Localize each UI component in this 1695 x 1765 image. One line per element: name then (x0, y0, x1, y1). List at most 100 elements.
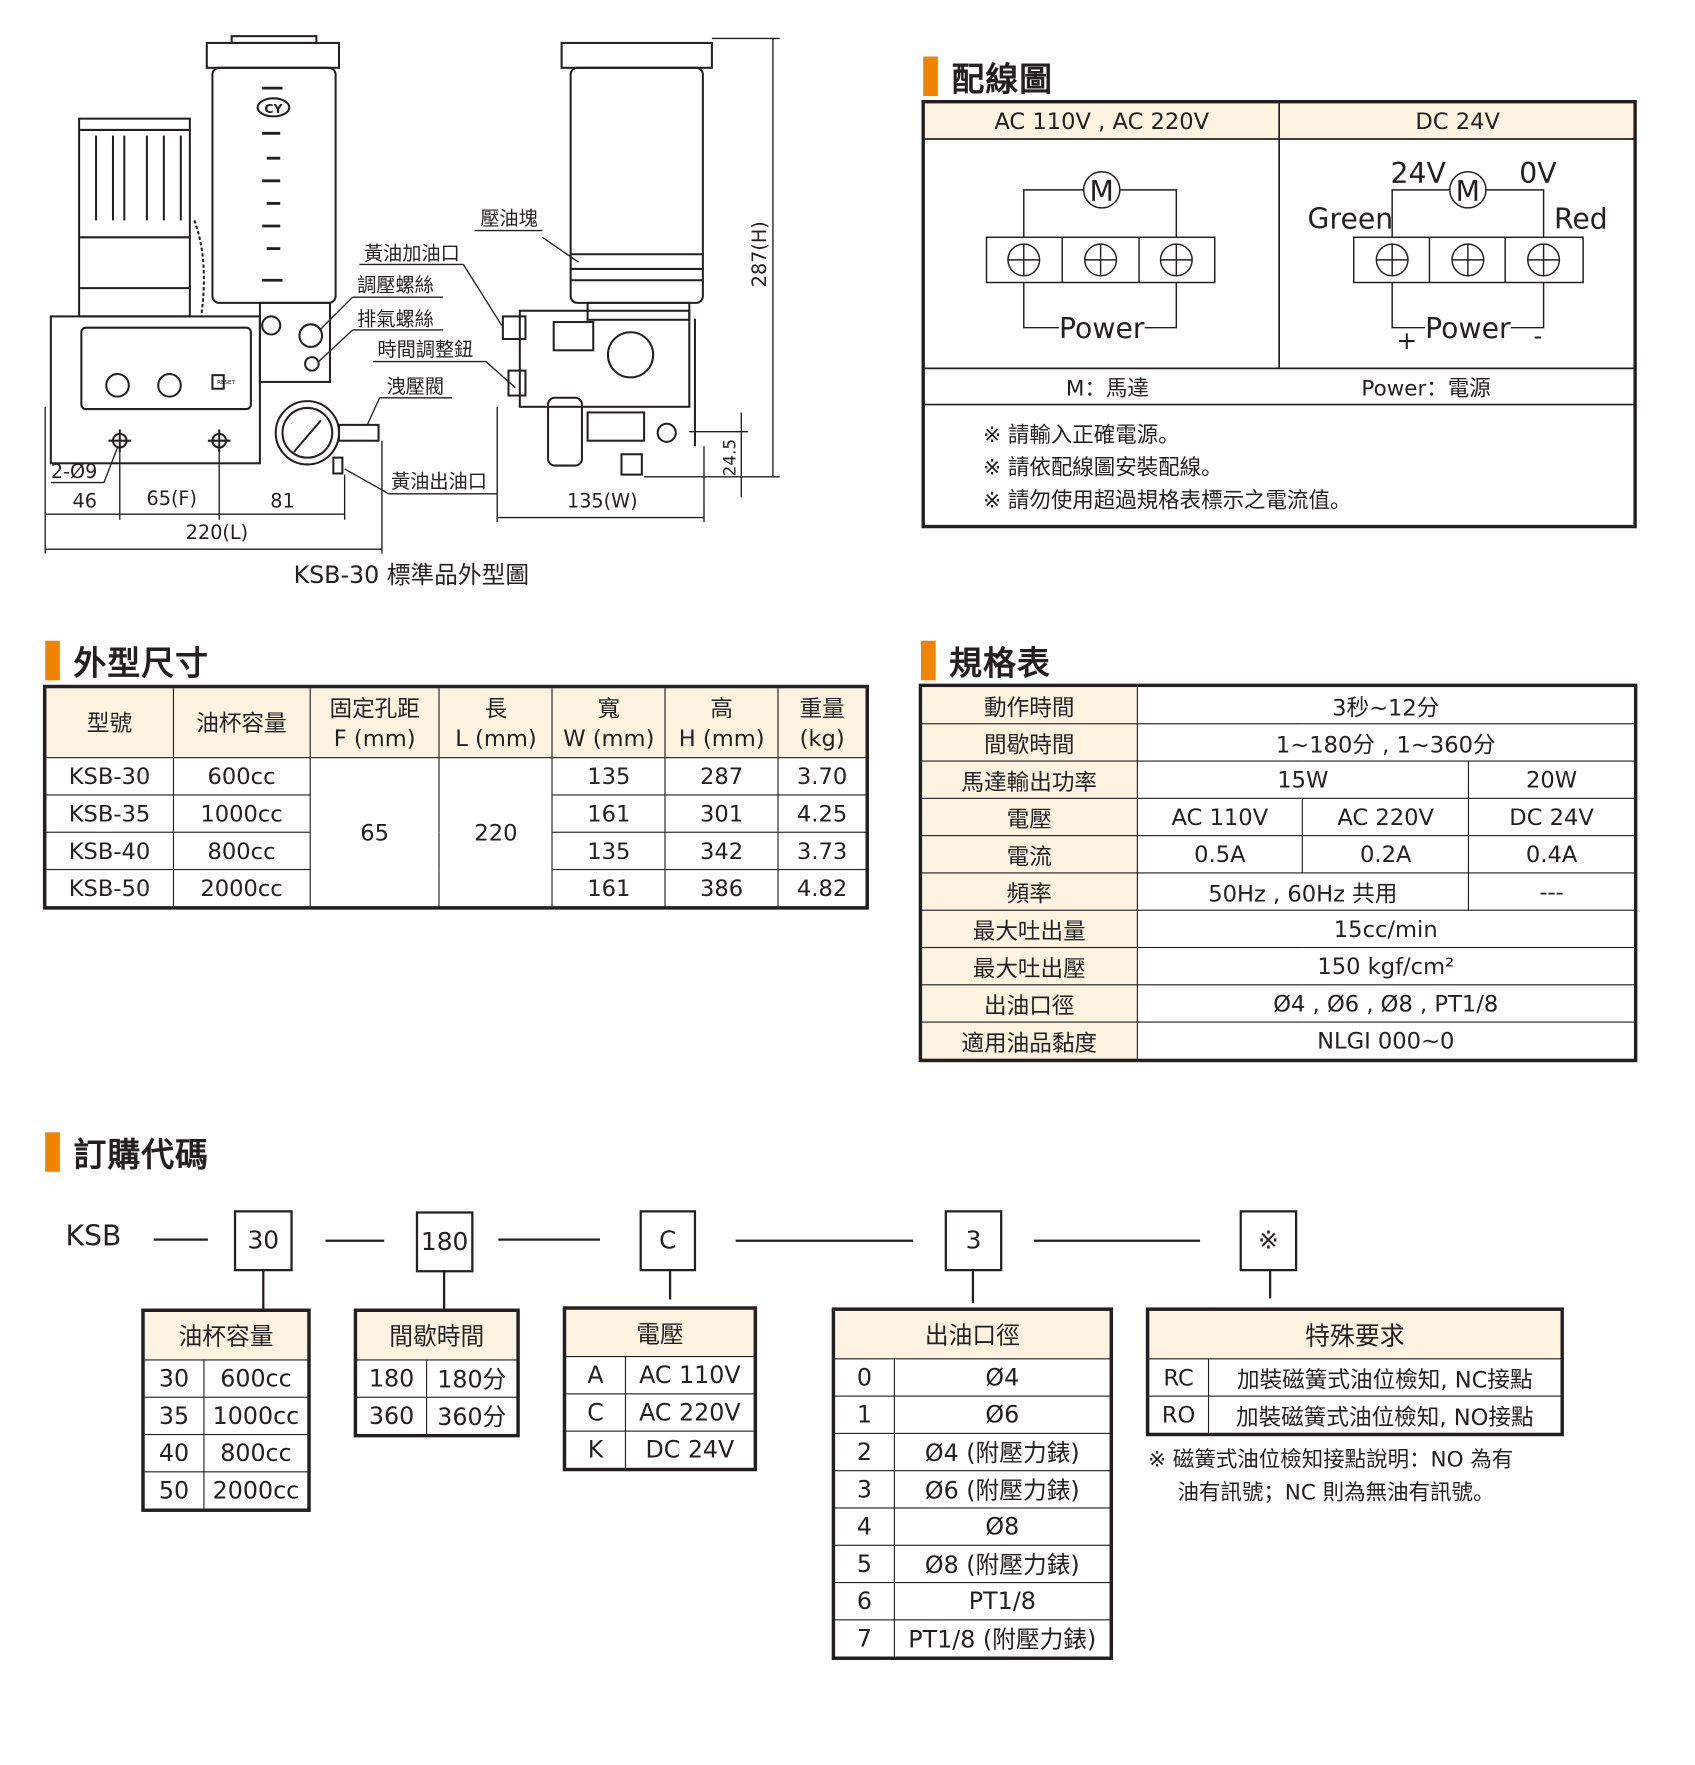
cell-w: 135 (551, 757, 666, 796)
col-weight: 重量(kg) (777, 687, 867, 759)
connector-line (325, 1239, 385, 1242)
wiring-note: ※ 請依配線圖安裝配線。 (983, 456, 1223, 481)
table-title: 出油口徑 (833, 1309, 1111, 1360)
code-cell: A (565, 1355, 627, 1395)
dc-plus-label: + (1396, 326, 1417, 355)
table-title: 油杯容量 (143, 1310, 309, 1361)
spec-label: 最大吐出壓 (920, 946, 1138, 986)
connector-line (1033, 1239, 1201, 1242)
label-pressure-screw: 調壓螺絲 (357, 274, 434, 297)
pressure-block (518, 309, 691, 408)
code-cell: 6 (833, 1581, 895, 1621)
value-cell: Ø4 (893, 1358, 1111, 1397)
dc-0v-label: 0V (1519, 157, 1557, 190)
spec-label: 間歇時間 (920, 723, 1138, 762)
value-cell: AC 220V (624, 1393, 755, 1432)
spec-label: 電流 (920, 835, 1138, 874)
spec-label: 出油口徑 (920, 984, 1138, 1023)
spec-label: 馬達輸出功率 (920, 760, 1138, 799)
reset-button-label: RESET (217, 380, 236, 386)
cell-capacity: 800cc (172, 831, 311, 871)
connector-line (153, 1238, 208, 1241)
cell-model: KSB-30 (45, 757, 174, 796)
wiring-header-ac: AC 110V , AC 220V (994, 109, 1209, 135)
label-grease-inlet: 黃油加油口 (364, 242, 460, 265)
drawing-caption: KSB-30 標準品外型圖 (294, 561, 529, 589)
wiring-title-text: 配線圖 (951, 59, 1054, 98)
cell-model: KSB-35 (45, 794, 174, 833)
order-code-section-title: 訂購代碼 (45, 1132, 209, 1174)
cell-l: 220 (438, 757, 553, 908)
value-cell: 180分 (426, 1359, 518, 1398)
code-box-special: ※ (1239, 1210, 1298, 1272)
connector-line (262, 1268, 265, 1311)
value-cell: DC 24V (624, 1430, 755, 1469)
dim-holes: 2-Ø9 (51, 460, 97, 483)
spec-value: 20W (1468, 760, 1636, 799)
value-cell: Ø8 (附壓力錶) (893, 1544, 1111, 1584)
cell-w: 161 (551, 794, 666, 833)
code-box-outlet: 3 (944, 1210, 1003, 1272)
brand-logo: CY (264, 101, 283, 116)
title-accent-bar (923, 56, 938, 97)
dc-wiring-schematic (1353, 171, 1584, 329)
value-cell: 2000cc (203, 1471, 309, 1510)
code-cell: 3 (833, 1470, 895, 1509)
label-grease-outlet: 黃油出油口 (391, 470, 487, 493)
col-model: 型號 (45, 687, 174, 759)
spec-value: 3秒~12分 (1136, 685, 1636, 725)
connector-line (442, 1270, 446, 1311)
spec-value: 150 kgf/cm² (1136, 946, 1636, 986)
cell-h: 287 (664, 757, 779, 796)
dim-f: 65(F) (147, 487, 197, 510)
title-accent-bar (45, 640, 60, 681)
pump-outline-drawing: CY RESET 壓油塊 黃油加油口 調壓螺絲 排氣螺絲 時間調整鈕 洩壓閥 黃… (44, 35, 780, 589)
spec-label: 適用油品黏度 (920, 1021, 1138, 1060)
wiring-diagram-table: AC 110V , AC 220V DC 24V M M Power Power… (921, 100, 1637, 529)
code-cell: 1 (833, 1395, 895, 1434)
spec-value: 15cc/min (1136, 909, 1636, 949)
code-cell: 360 (355, 1396, 428, 1436)
dim-46: 46 (73, 489, 97, 512)
order-prefix: KSB (65, 1219, 122, 1253)
left-tank-cap (205, 41, 341, 69)
code-cell: 50 (143, 1471, 205, 1510)
wire-red-label: Red (1554, 202, 1608, 235)
code-cell: 5 (833, 1544, 895, 1584)
spec-value: 1~180分 , 1~360分 (1136, 723, 1636, 762)
spec-value: AC 220V (1302, 797, 1470, 837)
code-box-capacity: 30 (233, 1210, 293, 1272)
value-cell: 加裝磁簧式油位檢知, NO接點 (1207, 1395, 1562, 1434)
pressure-gauge (274, 400, 341, 466)
cell-weight: 3.70 (777, 757, 867, 796)
code-cell: 180 (355, 1359, 428, 1398)
cell-weight: 4.25 (777, 794, 867, 833)
connector-line (498, 1238, 601, 1241)
value-cell: 600cc (203, 1359, 309, 1398)
wiring-header-dc: DC 24V (1415, 109, 1500, 135)
code-cell: 0 (833, 1358, 895, 1397)
label-relief-valve: 洩壓閥 (386, 375, 444, 398)
